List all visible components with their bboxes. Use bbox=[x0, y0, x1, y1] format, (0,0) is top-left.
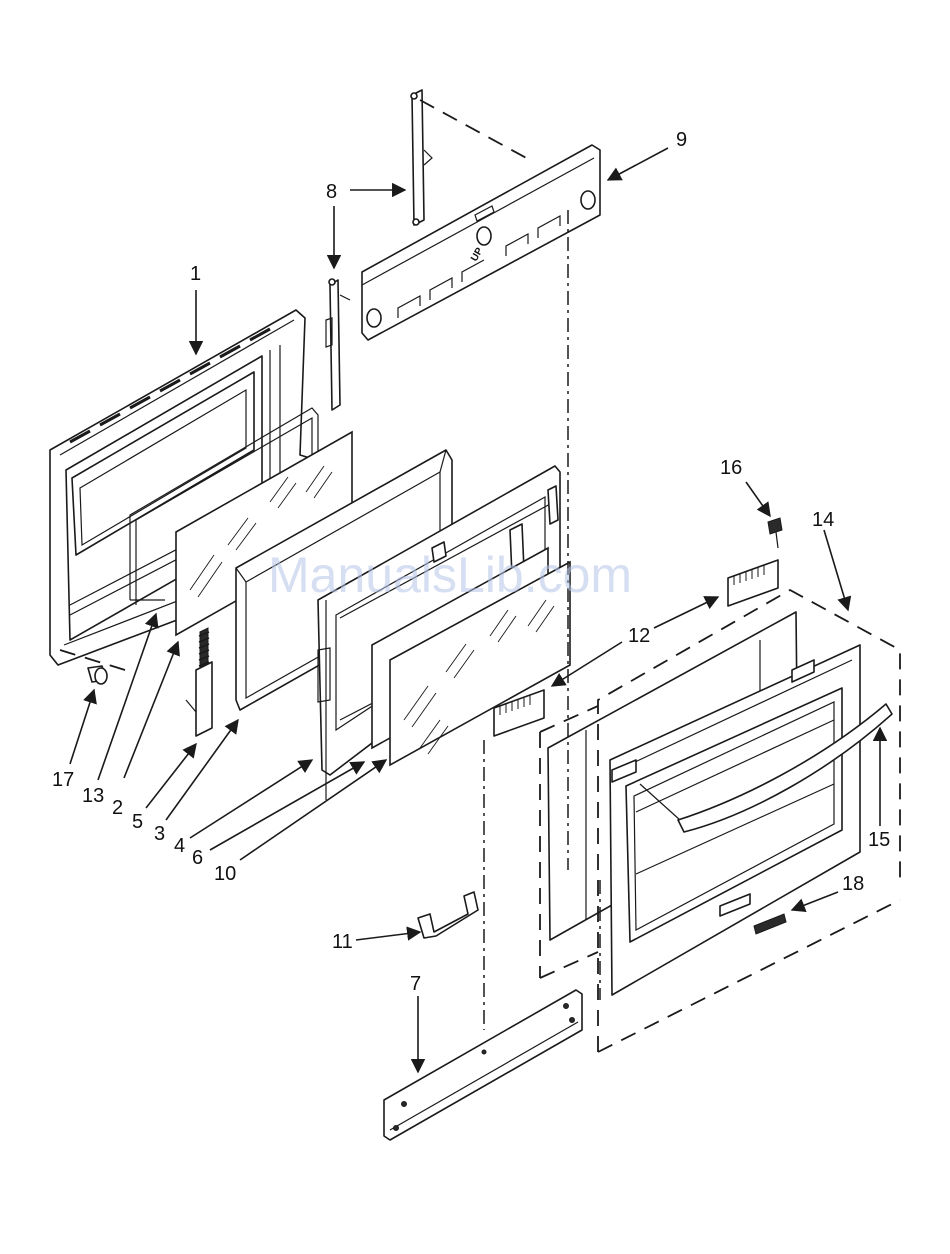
hinge-screw bbox=[768, 518, 782, 548]
brand-badge bbox=[754, 914, 786, 934]
door-vent-bracket-right bbox=[411, 90, 432, 225]
watermark: ManualsLib.com bbox=[268, 547, 632, 603]
callout-15: 15 bbox=[868, 829, 890, 851]
hinge-receptacle-upper bbox=[728, 560, 778, 606]
callout-8: 8 bbox=[326, 181, 337, 203]
door-hinge bbox=[186, 628, 212, 736]
callout-16: 16 bbox=[720, 457, 742, 479]
callout-9: 9 bbox=[676, 129, 687, 151]
door-vent-bracket-left bbox=[326, 279, 350, 410]
callout-12: 12 bbox=[628, 625, 650, 647]
callout-5: 5 bbox=[132, 811, 143, 833]
callout-2: 2 bbox=[112, 797, 123, 819]
callout-10: 10 bbox=[214, 863, 236, 885]
door-screw bbox=[88, 666, 107, 684]
callout-7: 7 bbox=[410, 973, 421, 995]
bottom-door-bracket bbox=[418, 892, 478, 938]
callout-1: 1 bbox=[190, 263, 201, 285]
callout-11: 11 bbox=[332, 931, 353, 953]
callout-13: 13 bbox=[82, 785, 104, 807]
callout-6: 6 bbox=[192, 847, 203, 869]
door-vent-trim: UP bbox=[362, 145, 600, 340]
callout-18: 18 bbox=[842, 873, 864, 895]
callout-3: 3 bbox=[154, 823, 165, 845]
callout-4: 4 bbox=[174, 835, 185, 857]
bottom-door-trim bbox=[384, 990, 582, 1140]
outer-door-panel bbox=[548, 612, 860, 995]
callout-14: 14 bbox=[812, 509, 834, 531]
callout-17: 17 bbox=[52, 769, 74, 791]
